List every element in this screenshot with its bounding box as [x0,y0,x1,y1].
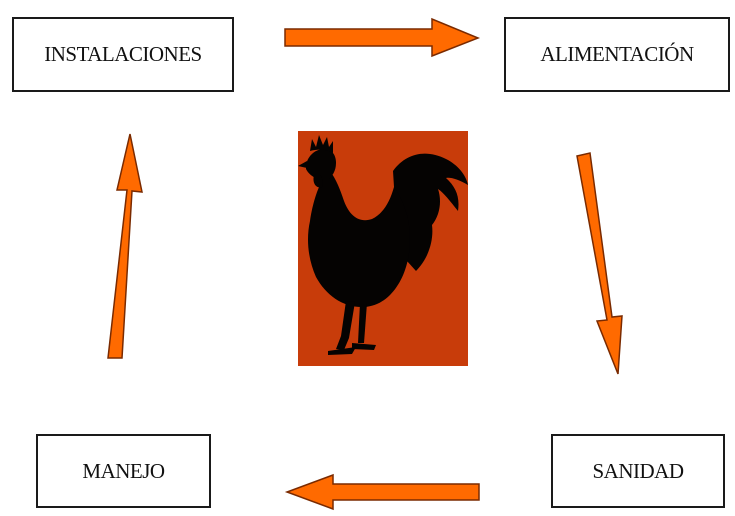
arrow-down-icon [576,152,623,375]
sanidad-label: SANIDAD [592,458,685,483]
sanidad-box: SANIDAD [551,434,725,508]
instalaciones-label: INSTALACIONES [44,42,202,66]
alimentacion-label: ALIMENTACIÓN [540,42,694,66]
alimentacion-box: ALIMENTACIÓN [504,17,730,92]
manejo-box: MANEJO [36,434,211,508]
instalaciones-box: INSTALACIONES [12,17,234,92]
arrow-left-icon [284,473,480,511]
arrow-up-icon [107,133,143,359]
manejo-label: MANEJO [82,458,165,483]
arrow-right-icon [284,17,481,58]
rooster-icon [298,131,468,366]
